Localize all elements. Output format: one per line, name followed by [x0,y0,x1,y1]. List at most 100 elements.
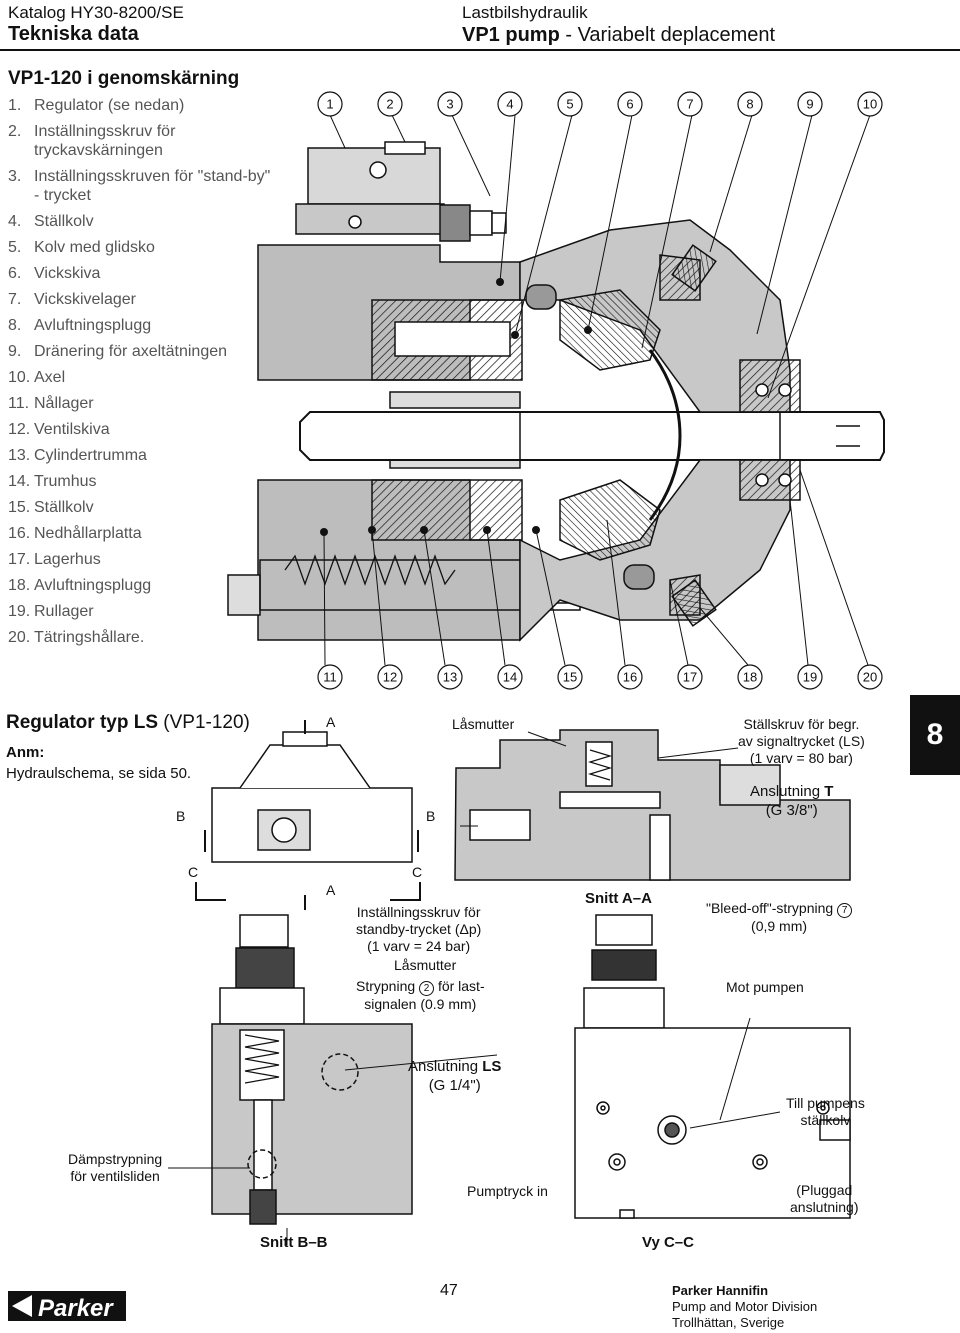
footer-company: Parker Hannifin Pump and Motor Division … [672,1283,817,1331]
regulator-note: Hydraulschema, se sida 50. [6,765,192,782]
section-tab: 8 [910,695,960,775]
callout-10: 10 [857,91,883,117]
parts-list-item-number: 1. [8,97,22,114]
parts-list-item-text: Avluftningsplugg [34,317,152,334]
parts-list-item-text: Vickskivelager [34,291,136,308]
product-line: Lastbilshydraulik [462,3,588,22]
label-mot-pumpen: Mot pumpen [726,979,804,995]
section-marker-b-left: B [176,808,186,824]
callout-14: 14 [497,664,523,690]
parts-list-item: 15.Ställkolv [8,498,278,517]
parts-list: VP1-120 i genomskärning 1.Regulator (se … [8,68,278,654]
parts-list-item: 20.Tätringshållare. [8,628,278,647]
parts-list-item-text: Kolv med glidsko [34,239,155,256]
callout-number: 11 [323,670,337,685]
parts-list-item: 3.Inställningsskruven för "stand-by" - t… [8,167,278,205]
parts-list-item-number: 16. [8,525,31,542]
label-pluggad-line1: (Pluggad [796,1182,853,1198]
view-c-c [574,914,851,1219]
parts-list-item-text: Ställkolv [34,499,94,516]
callout-number: 9 [806,97,813,112]
label-pluggad-line2: anslutning) [790,1199,859,1215]
label-bleed-off-text: "Bleed-off"-strypning [706,900,834,916]
callout-number: 10 [863,97,877,112]
parts-list-item-number: 14. [8,473,31,490]
pump-cross-section [227,114,885,666]
callout-number: 4 [506,97,513,112]
callout-number: 17 [683,670,697,685]
label-till-pumpens: Till pumpens ställkolv [786,1095,865,1129]
label-stallskruv-line1: Ställskruv för begr. [743,716,860,732]
regulator-note-label: Anm: [6,744,45,761]
parts-list-item-number: 17. [8,551,31,568]
parts-list-item-text: Inställningsskruven för "stand-by" - try… [34,168,271,204]
parts-list-item: 10.Axel [8,368,278,387]
parts-list-item: 14.Trumhus [8,472,278,491]
callout-19: 19 [797,664,823,690]
parts-list-item: 2.Inställningsskruv för tryckavskärninge… [8,122,278,160]
callout-number: 13 [443,670,457,685]
parts-list-item-number: 13. [8,447,31,464]
callout-number: 18 [743,670,757,685]
label-till-line2: ställkolv [800,1112,851,1128]
label-lasmutter-2: Låsmutter [394,957,457,973]
section-b-b [211,914,413,1245]
callout-7: 7 [677,91,703,117]
callout-11: 11 [317,664,343,690]
label-strypning-line2: signalen (0.9 mm) [364,996,477,1012]
regulator-title: Regulator typ LS (VP1-120) [6,712,250,734]
parts-list-item: 7. Vickskivelager [8,290,278,309]
section-marker-c-right: C [412,864,423,880]
label-anslutning-ls-size: (G 1/4") [428,1077,481,1094]
label-pumptryck: Pumptryck in [467,1183,548,1199]
parker-logo: Parker [8,1291,126,1322]
parts-list-item: 16.Nedhållarplatta [8,524,278,543]
parts-list-item-number: 7. [8,291,22,308]
parts-list-item-number: 10. [8,369,31,386]
parts-items: 1.Regulator (se nedan)2.Inställningsskru… [8,96,278,647]
parts-list-item-number: 19. [8,603,31,620]
parts-list-item-text: Inställningsskruv för tryckavskärningen [34,123,176,159]
label-anslutning-ls-text: Anslutning [408,1058,479,1075]
label-standby-line3: (1 varv = 24 bar) [367,938,471,954]
label-vy-c-c: Vy C–C [642,1234,694,1251]
parts-list-item: 8. Avluftningsplugg [8,316,278,335]
callout-number: 3 [446,97,453,112]
label-dampstrypning-line1: Dämpstrypning [68,1151,163,1167]
parts-list-item: 13.Cylindertrumma [8,446,278,465]
callout-5: 5 [557,91,583,117]
callout-number: 14 [503,670,517,685]
section-marker-c-left: C [188,864,199,880]
callout-4: 4 [497,91,523,117]
regulator-top-view [195,720,421,910]
label-strypning-text2: för last- [437,978,485,994]
label-standby: Inställningsskruv för standby-trycket (Δ… [356,904,481,955]
parts-list-item: 5.Kolv med glidsko [8,238,278,257]
parts-list-item-text: Axel [34,369,66,386]
label-standby-line1: Inställningsskruv för [356,904,481,920]
parts-list-item: 11.Nållager [8,394,278,413]
label-pluggad: (Pluggad anslutning) [790,1182,859,1216]
parts-list-item-number: 9. [8,343,22,360]
bleed-callout: 7 [837,903,853,918]
label-snitt-b-b: Snitt B–B [260,1234,328,1251]
footer-division: Pump and Motor Division [672,1299,818,1314]
callout-number: 1 [326,97,333,112]
callout-20: 20 [857,664,883,690]
callout-13: 13 [437,664,463,690]
parts-list-item-text: Nedhållarplatta [34,525,142,542]
parts-list-item: 9.Dränering för axeltätningen [8,342,278,361]
parts-list-item-text: Trumhus [34,473,97,490]
footer-company-name: Parker Hannifin [672,1283,769,1298]
parts-list-item: 4.Ställkolv [8,212,278,231]
callout-17: 17 [677,664,703,690]
callout-16: 16 [617,664,643,690]
callout-3: 3 [437,91,463,117]
parts-list-item-number: 8. [8,317,22,334]
product-name: VP1 pump [462,24,560,46]
parts-list-item-number: 4. [8,213,22,230]
section-title: Tekniska data [8,23,139,45]
